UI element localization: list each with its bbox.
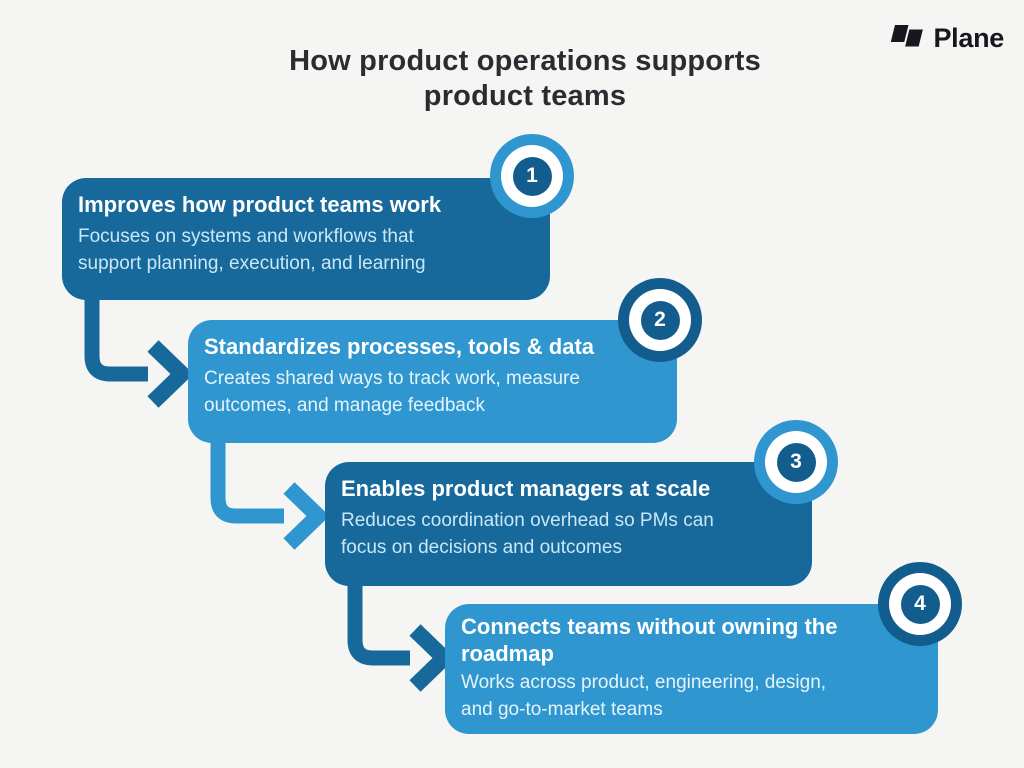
connector-arrow-2 bbox=[210, 438, 284, 524]
connector-arrow-2-head bbox=[283, 482, 330, 550]
step-1-number-badge: 1 bbox=[490, 134, 574, 218]
step-card-4: Connects teams without owning the roadma… bbox=[445, 604, 938, 734]
step-2-badge-ring: 2 bbox=[629, 289, 691, 351]
brand-name: Plane bbox=[933, 23, 1004, 53]
connector-arrow-1 bbox=[84, 294, 148, 382]
step-card-3: Enables product managers at scale Reduce… bbox=[325, 462, 812, 586]
step-1-number: 1 bbox=[512, 156, 552, 196]
connector-arrow-1-head bbox=[147, 340, 194, 408]
connector-arrow-3 bbox=[347, 580, 410, 666]
step-2-description: Creates shared ways to track work, measu… bbox=[204, 368, 580, 416]
step-1-title: Improves how product teams work bbox=[78, 192, 442, 217]
step-3-number: 3 bbox=[776, 442, 816, 482]
step-2-number: 2 bbox=[640, 300, 680, 340]
step-2-title: Standardizes processes, tools & data bbox=[204, 334, 595, 359]
connector-arrow-3-head bbox=[409, 624, 456, 692]
step-3-badge-ring: 3 bbox=[765, 431, 827, 493]
step-3-title: Enables product managers at scale bbox=[341, 476, 711, 501]
step-card-1: Improves how product teams work Focuses … bbox=[62, 178, 550, 300]
step-3-number-badge: 3 bbox=[754, 420, 838, 504]
step-4-badge-ring: 4 bbox=[889, 573, 951, 635]
step-4-description: Works across product, engineering, desig… bbox=[461, 672, 827, 720]
step-card-2: Standardizes processes, tools & data Cre… bbox=[188, 320, 677, 443]
plane-logo-icon bbox=[888, 20, 926, 57]
step-4-number-badge: 4 bbox=[878, 562, 962, 646]
step-3-description: Reduces coordination overhead so PMs can… bbox=[341, 510, 714, 558]
step-4-title: Connects teams without owning the roadma… bbox=[461, 614, 838, 666]
step-1-badge-ring: 1 bbox=[501, 145, 563, 207]
step-2-number-badge: 2 bbox=[618, 278, 702, 362]
page-title: How product operations supports product … bbox=[289, 45, 761, 112]
brand-logo: Plane bbox=[888, 20, 1004, 57]
step-1-description: Focuses on systems and workflows that su… bbox=[78, 226, 426, 274]
step-4-number: 4 bbox=[900, 584, 940, 624]
